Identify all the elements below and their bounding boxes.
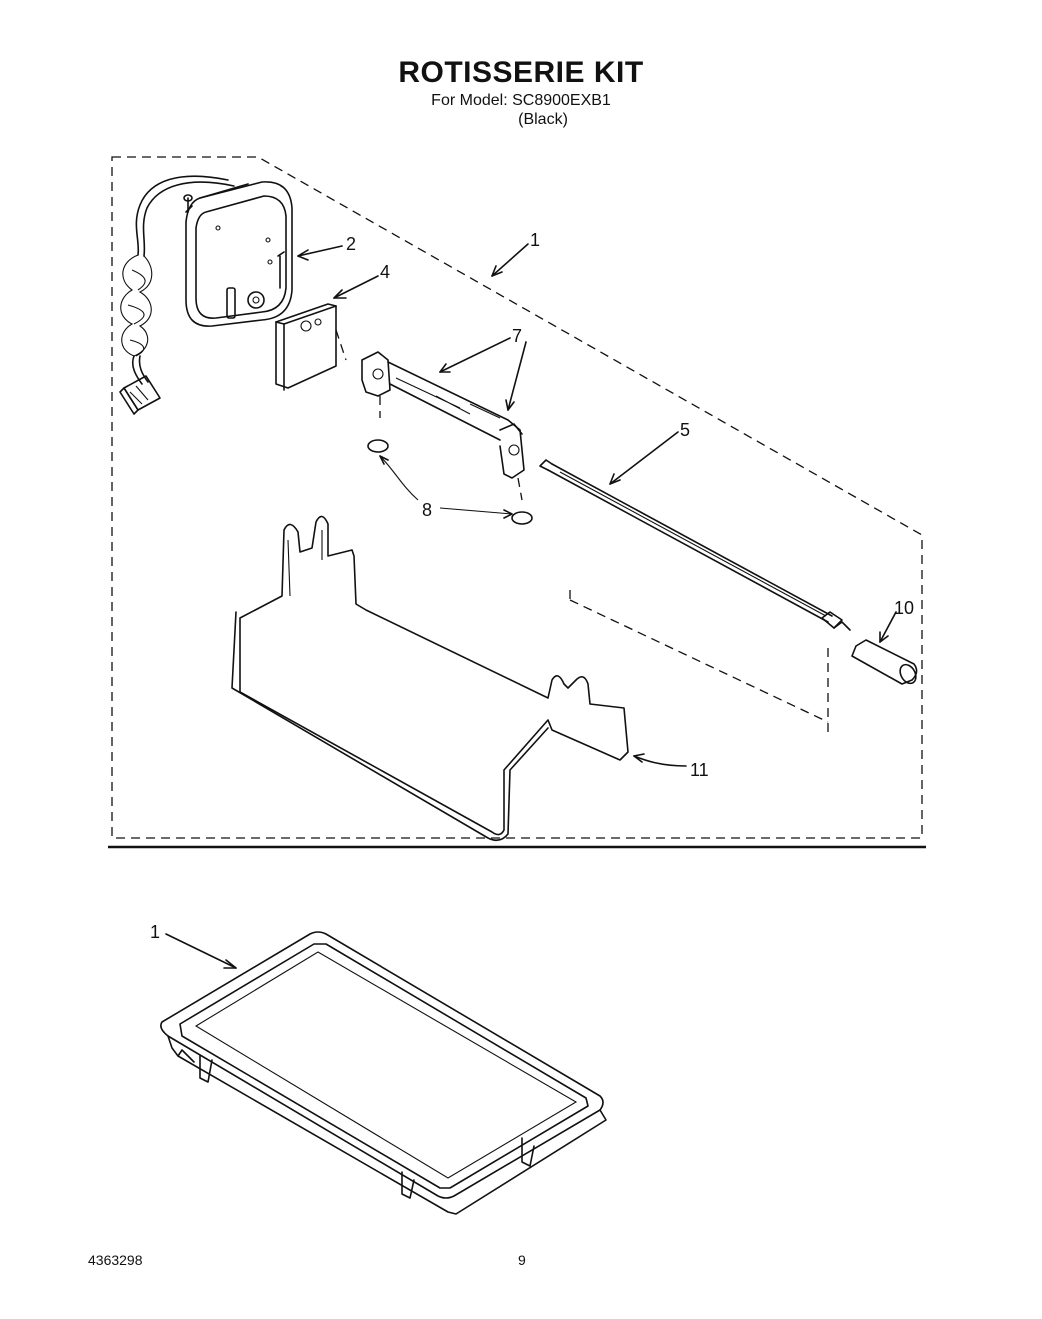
- power-cord: [120, 175, 235, 385]
- spit-handle: [851, 639, 918, 685]
- bracket-screws: [367, 439, 533, 525]
- spit-support-bracket: [361, 351, 525, 501]
- tray-leader: [165, 933, 237, 969]
- cord-plug: [119, 375, 161, 415]
- motor-bracket: [275, 303, 347, 391]
- model-line: For Model: SC8900EXB1: [431, 92, 611, 109]
- callout-1: 1: [530, 230, 540, 250]
- callout-7: 7: [512, 326, 522, 346]
- callout-8: 8: [422, 500, 432, 520]
- callout-1-tray: 1: [150, 922, 160, 942]
- callout-11: 11: [690, 760, 709, 780]
- rotisserie-motor: [183, 181, 293, 327]
- alignment-line: [569, 590, 829, 732]
- wire-rack: [231, 515, 629, 842]
- callout-10: 10: [894, 598, 914, 618]
- spit-rod: [539, 459, 851, 631]
- leader-lines: [297, 243, 897, 767]
- page-title: ROTISSERIE KIT: [398, 56, 644, 89]
- callout-2: 2: [346, 234, 356, 254]
- broiler-tray: [160, 931, 607, 1215]
- page-number: 9: [518, 1252, 526, 1268]
- callout-4: 4: [380, 262, 390, 282]
- callout-5: 5: [680, 420, 690, 440]
- document-number: 4363298: [88, 1252, 143, 1268]
- assembly-boundary: [111, 156, 923, 839]
- finish-line: (Black): [518, 111, 568, 128]
